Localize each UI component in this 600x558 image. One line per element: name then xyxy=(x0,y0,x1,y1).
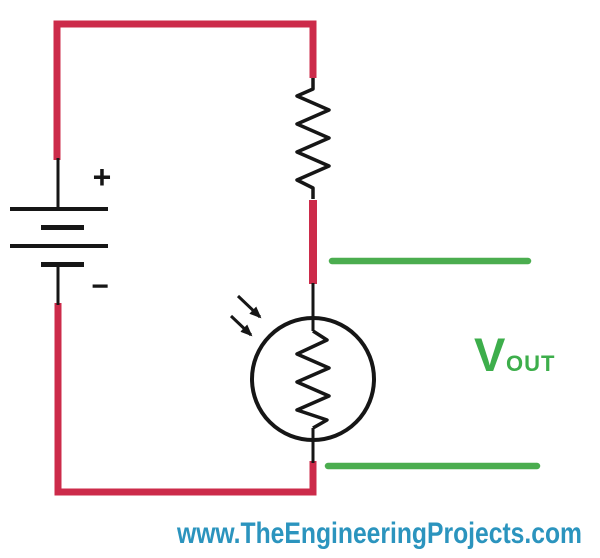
wire-bottom-red xyxy=(54,303,317,496)
ldr-icon xyxy=(250,316,376,442)
light-arrow-1 xyxy=(236,294,262,319)
vout-label: V OUT xyxy=(474,328,555,381)
light-arrow-2 xyxy=(229,314,253,337)
website-watermark: www.TheEngineeringProjects.com xyxy=(176,517,582,550)
ldr-circle xyxy=(250,316,376,442)
vout-terminals xyxy=(324,257,541,470)
battery-symbol xyxy=(10,207,108,267)
battery-minus-label: − xyxy=(91,270,109,303)
red-wire-group xyxy=(53,20,317,496)
vout-sub-text: OUT xyxy=(506,351,555,376)
ldr-zigzag xyxy=(295,329,331,430)
light-arrows-icon xyxy=(229,294,262,337)
wire-top-red xyxy=(53,20,317,160)
black-lead-group xyxy=(56,158,315,463)
battery-plus-label: + xyxy=(93,159,112,195)
vout-main-text: V xyxy=(474,328,506,381)
resistor-icon xyxy=(295,78,331,199)
